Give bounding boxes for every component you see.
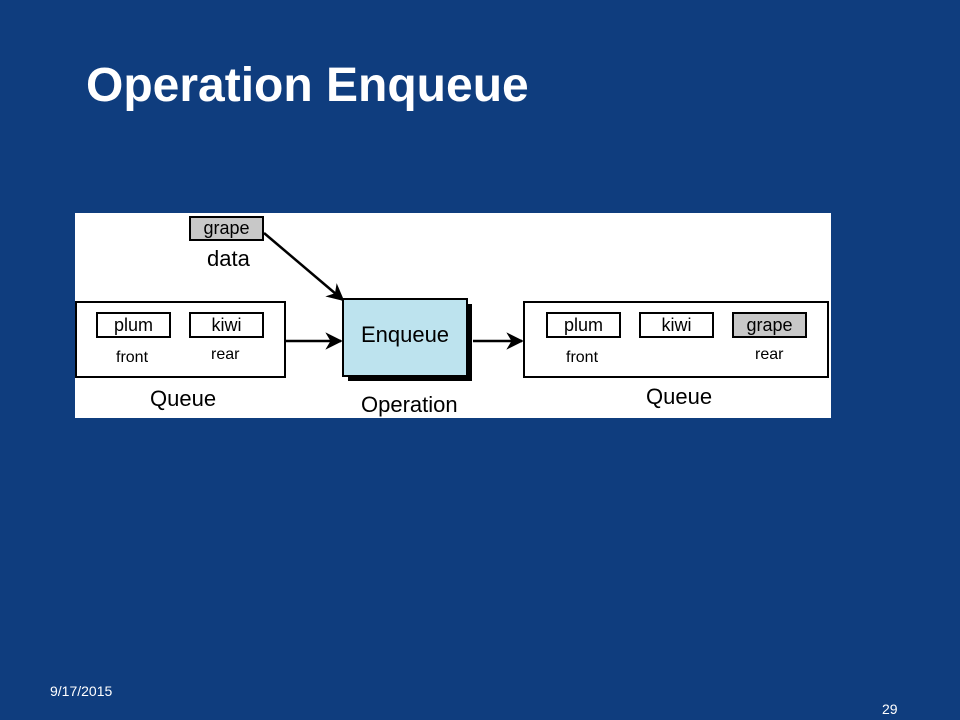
slide-title: Operation Enqueue: [86, 59, 529, 112]
queue-after-cell-3-box: [732, 312, 807, 338]
queue-after-cell-3: grape: [746, 315, 792, 335]
queue-before-cell-2: kiwi: [212, 315, 242, 335]
operation: Enqueue Operation: [342, 298, 472, 417]
queue-after-rear-label: rear: [755, 346, 784, 363]
queue-before-cell-2-box: [189, 312, 264, 338]
queue-after-cell-2: kiwi: [662, 315, 692, 335]
queue-before-caption: Queue: [150, 386, 216, 411]
enqueue-diagram: grape data plum kiwi front rear Queue En…: [75, 213, 831, 418]
queue-before: plum kiwi front rear Queue: [75, 301, 286, 411]
slide-number: 29: [882, 701, 898, 717]
queue-before-front-label: front: [116, 349, 149, 366]
queue-after-cell-2-box: [639, 312, 714, 338]
queue-after-cell-1: plum: [564, 315, 603, 335]
slide-date: 9/17/2015: [50, 683, 113, 699]
operation-name: Enqueue: [361, 322, 449, 347]
queue-after-caption: Queue: [646, 384, 712, 409]
operation-box: [342, 298, 468, 377]
queue-before-rear-label: rear: [211, 346, 240, 363]
queue-after-cell-1-box: [546, 312, 621, 338]
data-item: grape data: [189, 216, 264, 271]
operation-caption: Operation: [361, 392, 458, 417]
queue-before-cell-1-box: [96, 312, 171, 338]
queue-after: plum kiwi grape front rear Queue: [523, 301, 829, 409]
queue-after-front-label: front: [566, 349, 599, 366]
data-item-box: [189, 216, 264, 241]
data-item-value: grape: [203, 218, 249, 238]
data-to-operation-arrow: [263, 232, 345, 302]
queue-before-cell-1: plum: [114, 315, 153, 335]
data-label: data: [207, 246, 251, 271]
